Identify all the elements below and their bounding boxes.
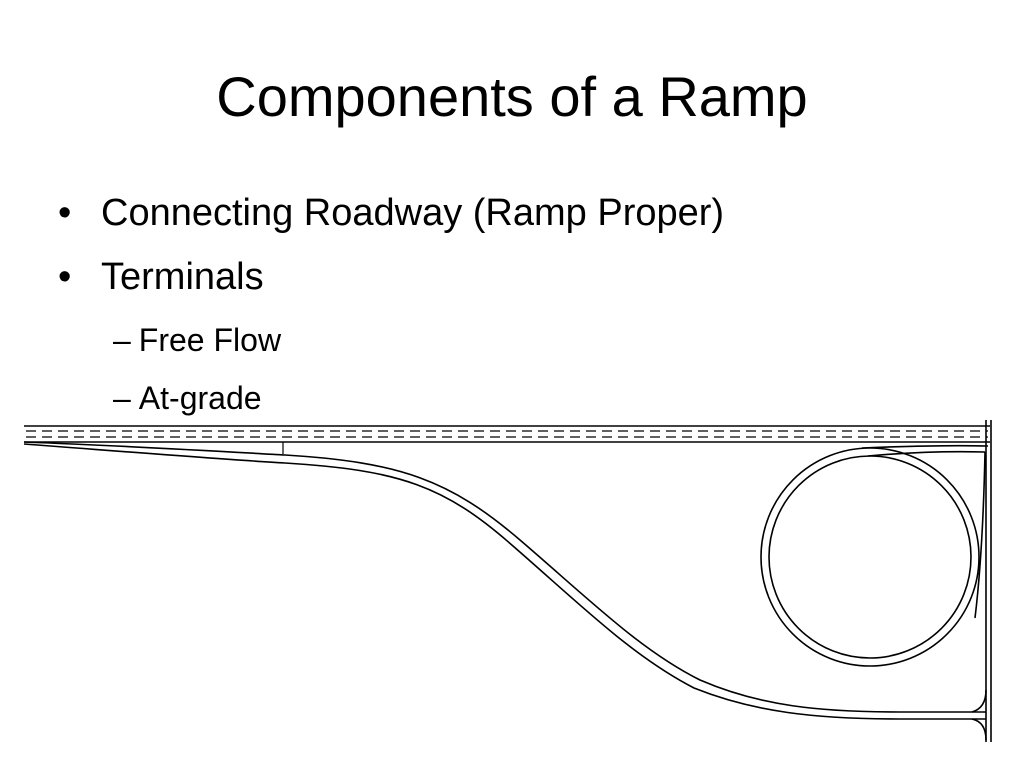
ramp-diagram <box>23 420 992 742</box>
sub-bullet-marker: – <box>113 380 131 416</box>
bullet-marker: • <box>58 256 72 298</box>
terminal-curve <box>971 689 987 713</box>
bullet-list: • Connecting Roadway (Ramp Proper) • Ter… <box>58 188 724 316</box>
bullet-label: Terminals <box>101 256 264 298</box>
loop-connector-top <box>861 444 989 449</box>
loop-connector-right <box>974 451 986 619</box>
loop-edge-inner <box>768 455 972 659</box>
sub-bullet-label: At-grade <box>138 380 262 416</box>
bullet-terminals: • Terminals <box>58 252 724 302</box>
bullet-marker: • <box>58 192 72 234</box>
sub-bullet-free-flow: –Free Flow <box>113 320 281 360</box>
loop-connector-top-inner <box>867 450 986 457</box>
bullet-connecting-roadway: • Connecting Roadway (Ramp Proper) <box>58 188 724 238</box>
sub-bullet-label: Free Flow <box>138 322 282 358</box>
bullet-label: Connecting Roadway (Ramp Proper) <box>101 192 725 234</box>
slide-title: Components of a Ramp <box>216 65 808 128</box>
sub-bullet-marker: – <box>113 322 131 358</box>
loop-edge-outer <box>760 447 980 667</box>
ramp-edge-outer <box>23 441 986 713</box>
ramp-edge-inner <box>23 443 986 720</box>
sub-bullet-at-grade: –At-grade <box>113 378 262 418</box>
terminal-curve <box>971 718 987 741</box>
